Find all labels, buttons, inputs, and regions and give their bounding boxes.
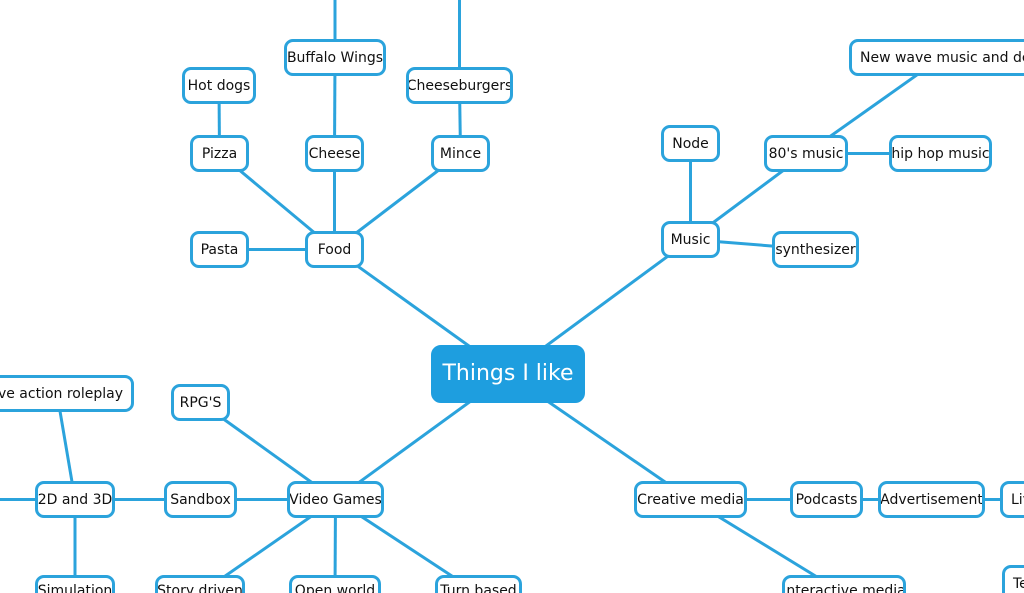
topic-te[interactable]: Te <box>1002 565 1024 593</box>
topic-2d3d[interactable]: 2D and 3D <box>35 481 115 518</box>
topic-storydriven[interactable]: Story driven <box>155 575 245 593</box>
topic-mince[interactable]: Mince <box>431 135 490 172</box>
topic-creative[interactable]: Creative media <box>634 481 747 518</box>
topic-videogames[interactable]: Video Games <box>287 481 384 518</box>
topic-node[interactable]: Node <box>661 125 720 162</box>
topic-turnbased[interactable]: Turn based <box>435 575 522 593</box>
topic-cheese[interactable]: Cheese <box>305 135 364 172</box>
topic-synth[interactable]: synthesizer <box>772 231 859 268</box>
topic-newwave[interactable]: New wave music and devo <box>849 39 1024 76</box>
topic-openworld[interactable]: Open world <box>289 575 381 593</box>
topic-pasta[interactable]: Pasta <box>190 231 249 268</box>
topic-food[interactable]: Food <box>305 231 364 268</box>
topic-cheeseburgers[interactable]: Cheeseburgers <box>406 67 513 104</box>
topic-podcasts[interactable]: Podcasts <box>790 481 863 518</box>
topic-simulation[interactable]: Simulation <box>35 575 115 593</box>
topic-liveaction[interactable]: (live action roleplay <box>0 375 134 412</box>
topic-live[interactable]: Live <box>1000 481 1024 518</box>
topic-advertisement[interactable]: Advertisement <box>878 481 985 518</box>
topic-interactive[interactable]: Interactive media <box>782 575 906 593</box>
topic-sandbox[interactable]: Sandbox <box>164 481 237 518</box>
topic-80s[interactable]: 80's music <box>764 135 848 172</box>
root-topic[interactable]: Things I like <box>431 345 585 403</box>
topic-music[interactable]: Music <box>661 221 720 258</box>
topic-rpgs[interactable]: RPG'S <box>171 384 230 421</box>
topic-hiphop[interactable]: hip hop music <box>889 135 992 172</box>
topic-pizza[interactable]: Pizza <box>190 135 249 172</box>
topic-hotdogs[interactable]: Hot dogs <box>182 67 256 104</box>
topic-buffalo[interactable]: Buffalo Wings <box>284 39 386 76</box>
